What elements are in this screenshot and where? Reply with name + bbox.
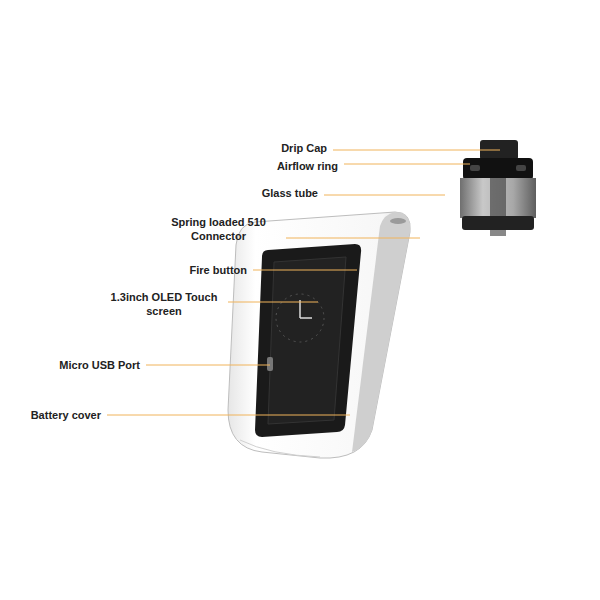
part-label: Battery cover [31,408,101,422]
part-label: Fire button [190,263,247,277]
part-label: Drip Cap [281,141,327,155]
part-label: 1.3inch OLED Touch screen [105,290,223,318]
part-label: Micro USB Port [59,358,140,372]
part-label: Spring loaded 510 Connector [156,215,281,243]
part-label: Glass tube [262,186,318,200]
leader-lines [107,150,500,415]
mod-body [228,212,410,458]
part-label: Airflow ring [277,159,338,173]
tank [460,140,536,236]
